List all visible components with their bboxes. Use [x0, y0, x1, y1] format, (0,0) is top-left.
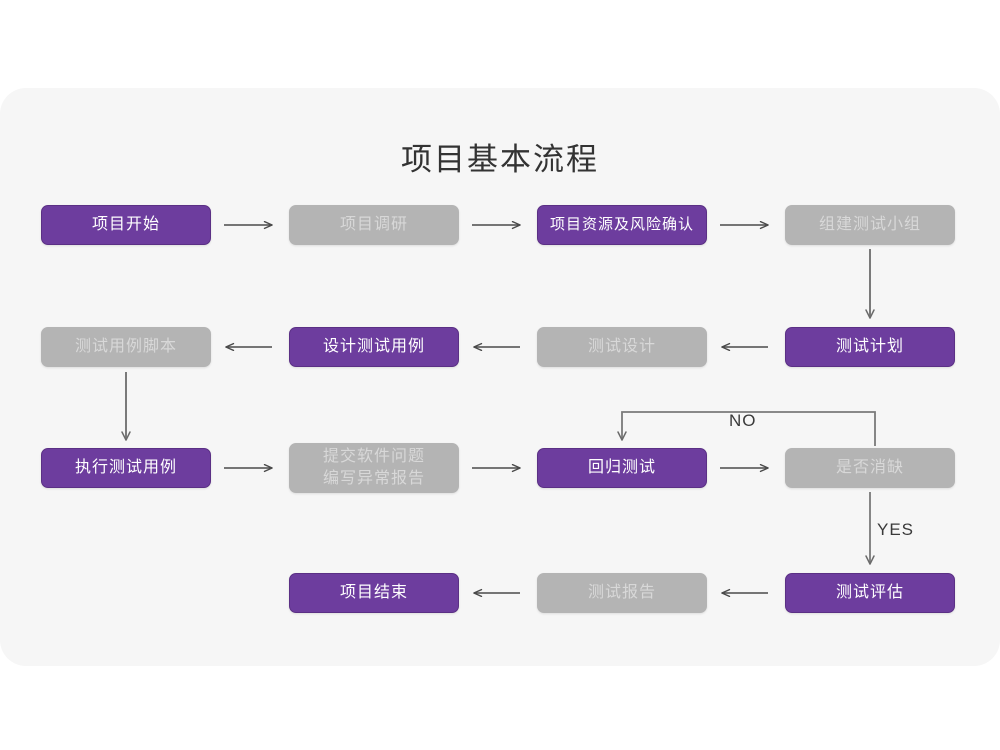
node-test-report[interactable]: 测试报告 [537, 573, 707, 613]
page-title: 项目基本流程 [401, 142, 599, 177]
node-regression-test[interactable]: 回归测试 [537, 448, 707, 488]
node-resource-risk-confirm[interactable]: 项目资源及风险确认 [537, 205, 707, 245]
node-test-plan[interactable]: 测试计划 [785, 327, 955, 367]
node-project-research[interactable]: 项目调研 [289, 205, 459, 245]
node-form-test-team[interactable]: 组建测试小组 [785, 205, 955, 245]
edge-label-yes: YES [877, 520, 915, 539]
node-test-design[interactable]: 测试设计 [537, 327, 707, 367]
node-test-evaluation[interactable]: 测试评估 [785, 573, 955, 613]
node-execute-test-cases[interactable]: 执行测试用例 [41, 448, 211, 488]
node-test-case-script[interactable]: 测试用例脚本 [41, 327, 211, 367]
node-design-test-cases[interactable]: 设计测试用例 [289, 327, 459, 367]
node-submit-issue-report[interactable]: 提交软件问题 编写异常报告 [289, 443, 459, 493]
node-defect-cleared-decision[interactable]: 是否消缺 [785, 448, 955, 488]
edge-label-no: NO [729, 411, 757, 430]
node-project-end[interactable]: 项目结束 [289, 573, 459, 613]
flowchart-card [0, 88, 1000, 666]
node-project-start[interactable]: 项目开始 [41, 205, 211, 245]
